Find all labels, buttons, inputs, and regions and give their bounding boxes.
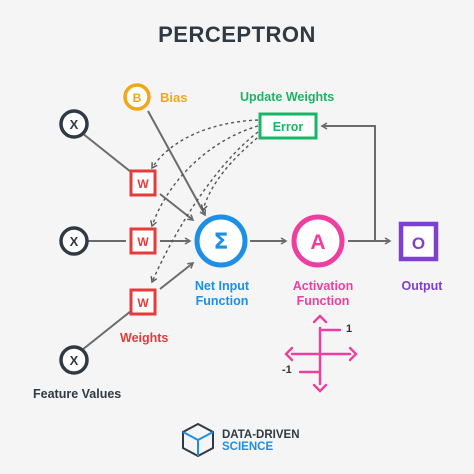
output-node: O: [398, 221, 439, 262]
x3-to-w3-line: [81, 310, 132, 351]
svg-text:X: X: [70, 353, 79, 368]
net-input-function-label: Net Input Function: [194, 279, 250, 308]
svg-text:Σ: Σ: [213, 230, 228, 255]
bias-to-sum-arrow: [147, 110, 207, 217]
net-input-sum-node: Σ: [194, 214, 248, 268]
page-title: PERCEPTRON: [158, 22, 316, 47]
connectors: [81, 110, 392, 351]
weights-label: Weights: [120, 331, 169, 345]
output-to-error-feedback-arrow: [320, 122, 376, 241]
brand-name-line1: DATA-DRIVEN: [222, 429, 300, 441]
weight-w2-node: W: [129, 227, 157, 255]
weight-w1-node: W: [129, 169, 157, 197]
svg-text:W: W: [137, 296, 149, 310]
output-label: Output: [401, 279, 443, 293]
step-lower-tick-label: -1: [282, 364, 292, 376]
brand-name-line2: SCIENCE: [222, 441, 274, 453]
svg-text:X: X: [70, 234, 79, 249]
svg-text:B: B: [133, 91, 142, 105]
svg-text:O: O: [412, 234, 425, 253]
feature-values-label: Feature Values: [33, 387, 122, 401]
svg-text:Error: Error: [273, 120, 304, 134]
svg-text:A: A: [310, 231, 325, 254]
w1-to-sum-arrow: [159, 193, 195, 221]
update-curve-w3: [150, 131, 259, 284]
input-x3-node: X: [59, 345, 89, 375]
error-node: Error: [258, 112, 318, 140]
update-weight-curves: [150, 119, 263, 284]
input-x1-node: X: [59, 109, 89, 139]
weight-w3-node: W: [129, 288, 157, 316]
w3-to-sum-arrow: [159, 262, 195, 290]
update-curve-w1: [151, 119, 259, 170]
activation-node: A: [291, 214, 345, 268]
data-driven-science-logo-icon: [182, 422, 214, 458]
svg-text:W: W: [137, 177, 149, 191]
bias-label: Bias: [160, 90, 188, 105]
svg-text:W: W: [137, 235, 149, 249]
step-function-icon: [284, 314, 358, 393]
bias-node: B: [123, 83, 151, 111]
update-curve-w2: [150, 125, 259, 228]
input-x2-node: X: [59, 226, 89, 256]
activation-function-label: Activation Function: [292, 279, 354, 308]
update-curve-bias: [200, 133, 263, 212]
x1-to-w1-line: [81, 132, 132, 173]
svg-text:X: X: [70, 117, 79, 132]
update-weights-label: Update Weights: [240, 90, 335, 104]
step-upper-tick-label: 1: [346, 323, 353, 335]
